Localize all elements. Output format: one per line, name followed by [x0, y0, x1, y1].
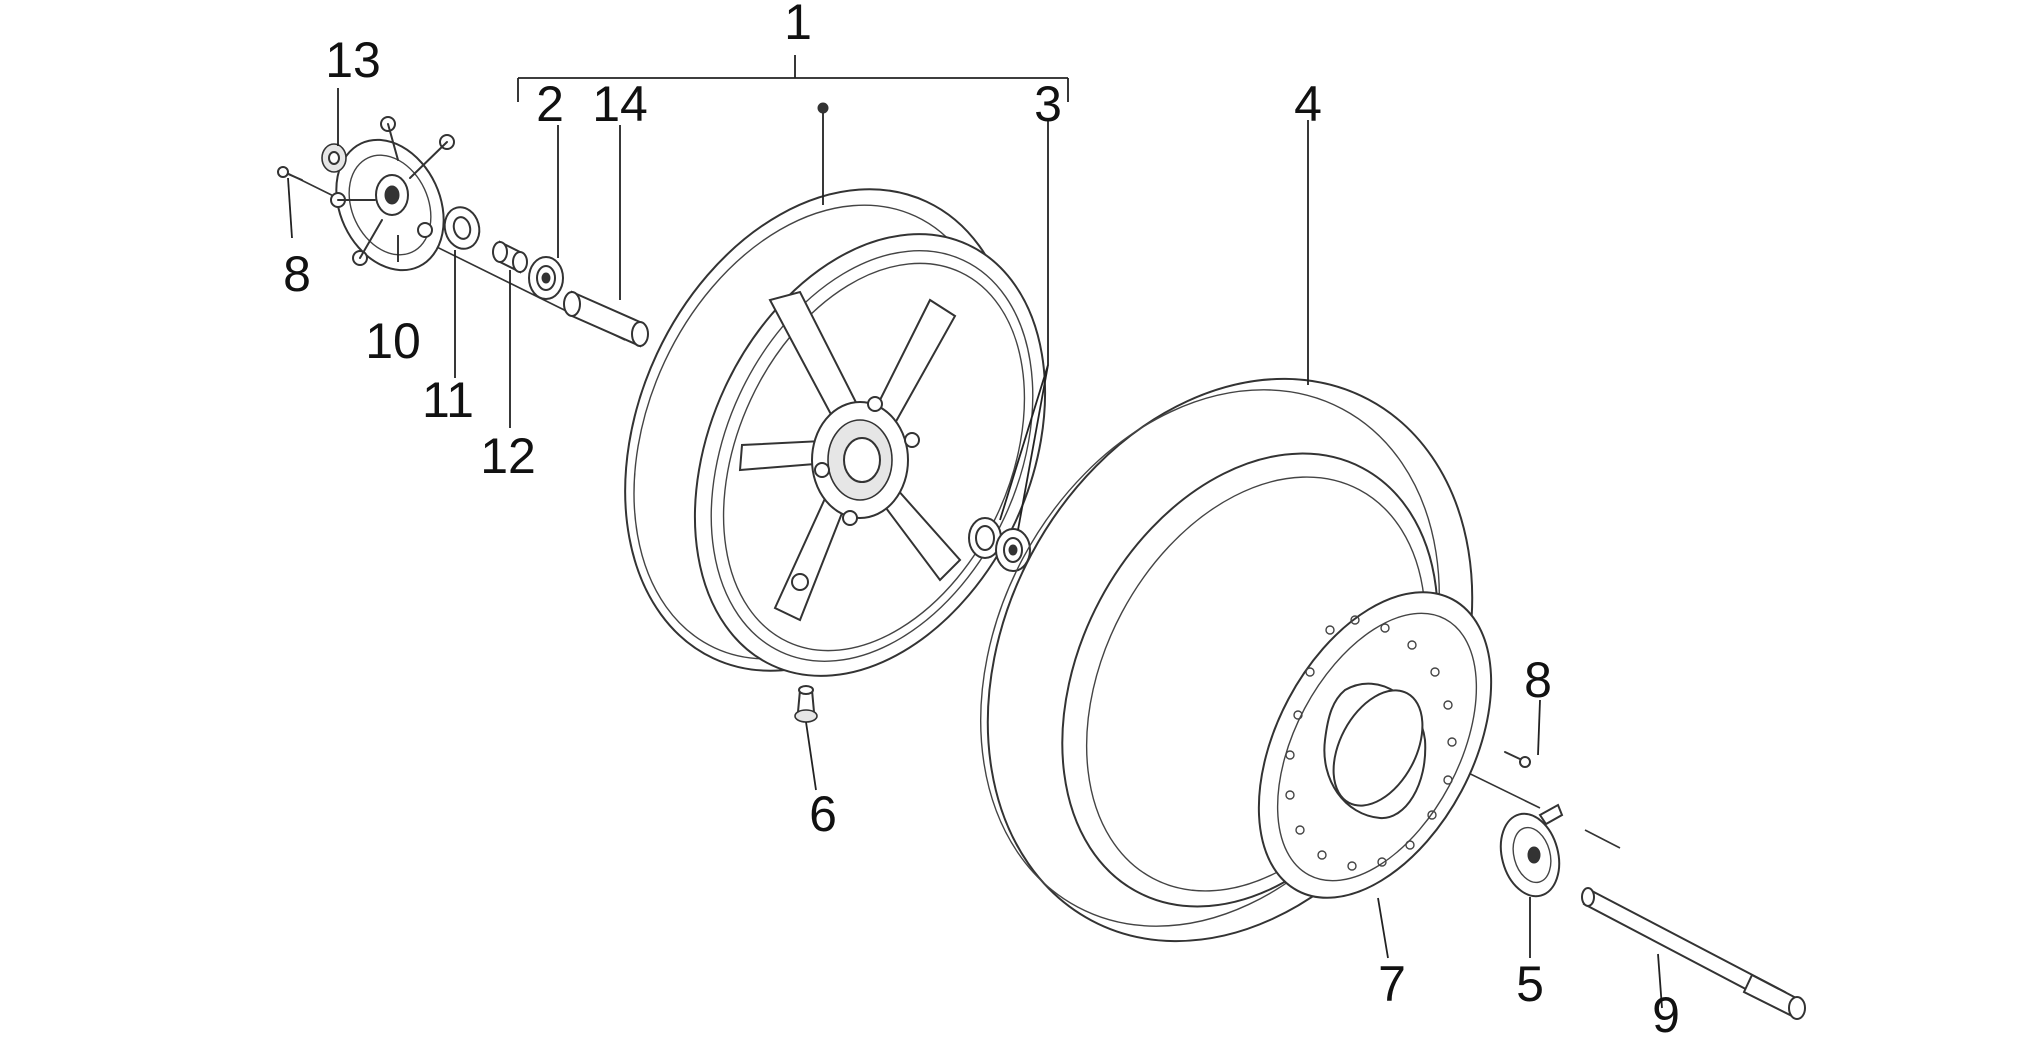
axle-part — [1581, 887, 1806, 1020]
callout-labels: 1 2 14 3 4 13 8 10 11 12 6 8 7 5 9 — [283, 0, 1680, 1037]
screw-right-part — [1504, 751, 1531, 768]
callout-5: 5 — [1516, 956, 1544, 1012]
inner-spacer-part — [563, 290, 649, 348]
group-bracket — [517, 55, 1069, 114]
nut-part — [321, 143, 347, 173]
valve-part — [794, 685, 818, 723]
callout-7: 7 — [1378, 956, 1406, 1012]
callout-14: 14 — [592, 76, 648, 132]
callout-3: 3 — [1034, 76, 1062, 132]
callout-12: 12 — [480, 428, 536, 484]
callout-11: 11 — [422, 372, 474, 428]
disc-holes — [1285, 615, 1457, 871]
callout-4: 4 — [1294, 76, 1322, 132]
callout-1: 1 — [784, 0, 812, 50]
hub-carrier-part — [330, 116, 455, 272]
callout-8-left: 8 — [283, 246, 311, 302]
screw-left-part — [277, 166, 303, 181]
callout-8-right: 8 — [1524, 652, 1552, 708]
callout-2: 2 — [536, 76, 564, 132]
bearing-left-part — [528, 256, 564, 300]
callout-10: 10 — [365, 313, 421, 369]
callout-6: 6 — [809, 786, 837, 842]
speedo-drive-part — [1499, 803, 1564, 898]
leader-lines — [287, 88, 1663, 1009]
washer-part — [443, 206, 481, 250]
spacer-part — [492, 240, 528, 274]
bearing-right-part — [968, 517, 1031, 572]
rim-part — [624, 188, 1047, 677]
brake-disc-part — [1257, 591, 1493, 899]
callout-9: 9 — [1652, 987, 1680, 1037]
callout-13: 13 — [325, 32, 381, 88]
